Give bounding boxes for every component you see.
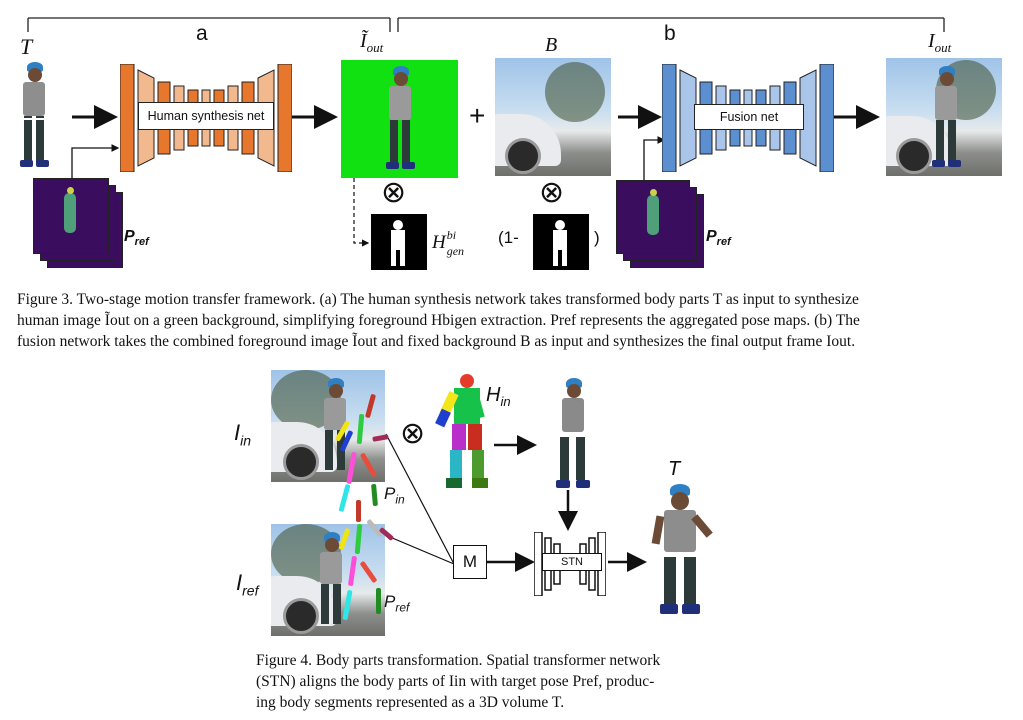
- label-H-in: Hin: [486, 384, 511, 409]
- stn-label: STN: [542, 553, 602, 571]
- label-I-out: Iout: [928, 30, 952, 55]
- fig3-caption-line-2: human image Ĩout on a green background, …: [17, 312, 860, 329]
- label-P-in: Pin: [384, 484, 405, 507]
- close-paren: ): [594, 228, 600, 247]
- P-ref-label-left: Pref: [124, 228, 149, 249]
- label-I-ref: Iref: [236, 570, 259, 599]
- label-T-fig4: T: [668, 458, 681, 480]
- green-background-image: [341, 60, 458, 178]
- label-b: b: [664, 22, 676, 45]
- label-I-out-tilde: Ĩout: [360, 30, 384, 55]
- background-image-B: [495, 58, 611, 176]
- H-gen-mask: [371, 214, 427, 270]
- human-synthesis-net-label: Human synthesis net: [138, 102, 274, 130]
- warped-body-parts-image: [544, 376, 600, 492]
- label-P-ref: Pref: [384, 592, 410, 615]
- label-a: a: [196, 22, 208, 45]
- label-B: B: [545, 34, 558, 56]
- figure-4-caption: Figure 4. Body parts transformation. Spa…: [256, 650, 756, 713]
- body-segments-volume-T: [646, 482, 716, 620]
- M-box: M: [453, 545, 487, 579]
- fusion-net-label: Fusion net: [694, 104, 804, 130]
- multiply-icon-right: ⊗: [539, 176, 565, 209]
- fig3-caption-line-1: Figure 3. Two-stage motion transfer fram…: [17, 291, 859, 308]
- fig3-arrows: [71, 105, 880, 247]
- multiply-icon-fig4: ⊗: [400, 417, 426, 450]
- body-part-segmentation-H-in: [435, 374, 494, 490]
- label-I-in: Iin: [234, 420, 252, 449]
- bracket-a: [27, 17, 945, 32]
- M-label: M: [462, 552, 478, 571]
- plus-sign: +: [469, 100, 486, 131]
- fig4-caption-line-2: (STN) aligns the body parts of Iin with …: [256, 673, 655, 690]
- P-ref-label-right: Pref: [706, 228, 731, 249]
- fig4-arrows: [377, 433, 647, 572]
- fig4-caption-line-1: Figure 4. Body parts transformation. Spa…: [256, 652, 661, 669]
- multiply-icon-left: ⊗: [381, 176, 407, 209]
- one-minus: (1-: [498, 228, 519, 247]
- output-image-I-out: [886, 58, 1002, 176]
- label-T: T: [20, 34, 33, 59]
- figure-3-caption: Figure 3. Two-stage motion transfer fram…: [17, 289, 1007, 352]
- reference-image-I-ref: [271, 524, 385, 636]
- inverse-mask: [533, 214, 589, 270]
- fig3-caption-line-3: fusion network takes the combined foregr…: [17, 333, 856, 350]
- fig4-caption-line-3: ing body segments represented as a 3D vo…: [256, 694, 565, 711]
- body-parts-T-image: [10, 60, 60, 172]
- pose-maps-stack-left: [33, 178, 123, 268]
- pose-maps-stack-right: [616, 180, 706, 270]
